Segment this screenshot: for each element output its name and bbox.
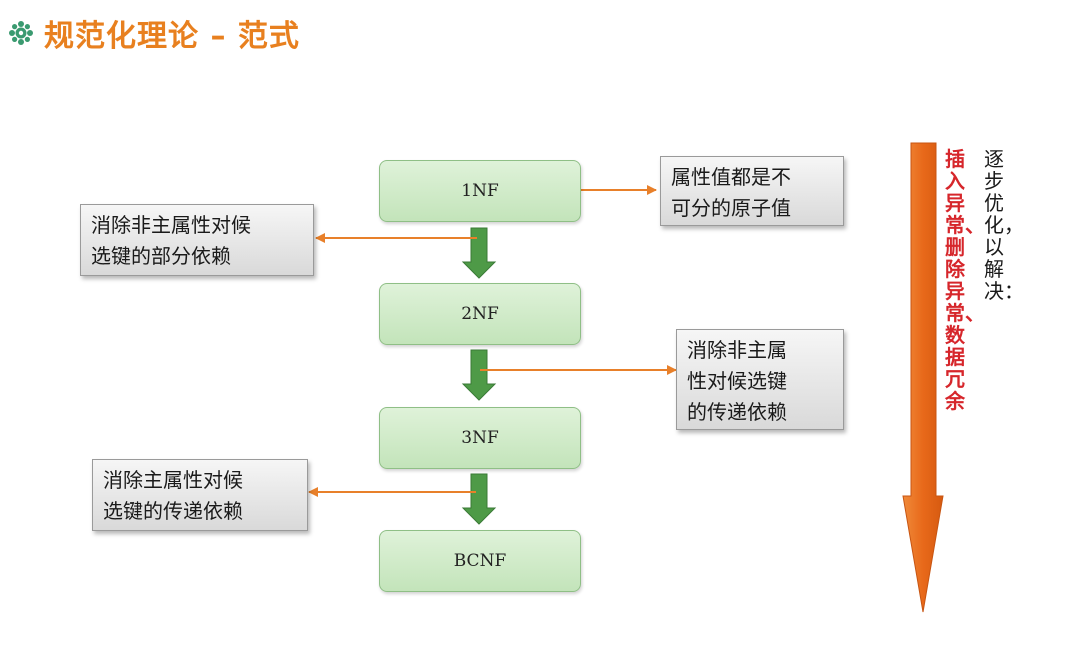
- green-arrow-2nf-3nf: [461, 349, 497, 401]
- form-box-bcnf: BCNF: [379, 530, 581, 592]
- note-first: 属性值都是不 可分的原子值: [660, 156, 844, 226]
- form-box-3nf: 3NF: [379, 407, 581, 469]
- note-fourth: 消除主属性对候 选键的传递依赖: [92, 459, 308, 531]
- note-third-line-3: 的传递依赖: [687, 400, 787, 424]
- note-fourth-line-1: 消除主属性对候: [103, 468, 243, 492]
- side-black-text: 逐步优化，以解决：: [984, 147, 1024, 303]
- note-second: 消除非主属性对候 选键的部分依赖: [80, 204, 314, 276]
- side-red-text-content: 插入异常、删除异常、数据冗余: [945, 147, 985, 413]
- gear-flower-icon: [9, 21, 33, 45]
- note-third: 消除非主属 性对候选键 的传递依赖: [676, 329, 844, 430]
- note-first-line-1: 属性值都是不: [671, 165, 791, 189]
- note-first-line-2: 可分的原子值: [671, 196, 791, 220]
- note-fourth-line-2: 选键的传递依赖: [103, 499, 243, 523]
- side-red-text: 插入异常、删除异常、数据冗余: [945, 147, 985, 413]
- form-box-1nf: 1NF: [379, 160, 581, 222]
- note-second-line-1: 消除非主属性对候: [91, 213, 251, 237]
- note-third-line-2: 性对候选键: [687, 369, 787, 393]
- form-box-2nf: 2NF: [379, 283, 581, 345]
- side-black-text-content: 逐步优化，以解决：: [984, 147, 1024, 303]
- big-down-arrow: [902, 142, 944, 613]
- page-title: 规范化理论 – 范式: [44, 19, 300, 54]
- green-arrow-1nf-2nf: [461, 227, 497, 279]
- note-third-line-1: 消除非主属: [687, 338, 787, 362]
- green-arrow-3nf-bcnf: [461, 473, 497, 525]
- title-bar: 规范化理论 – 范式: [8, 8, 300, 58]
- note-second-line-2: 选键的部分依赖: [91, 244, 231, 268]
